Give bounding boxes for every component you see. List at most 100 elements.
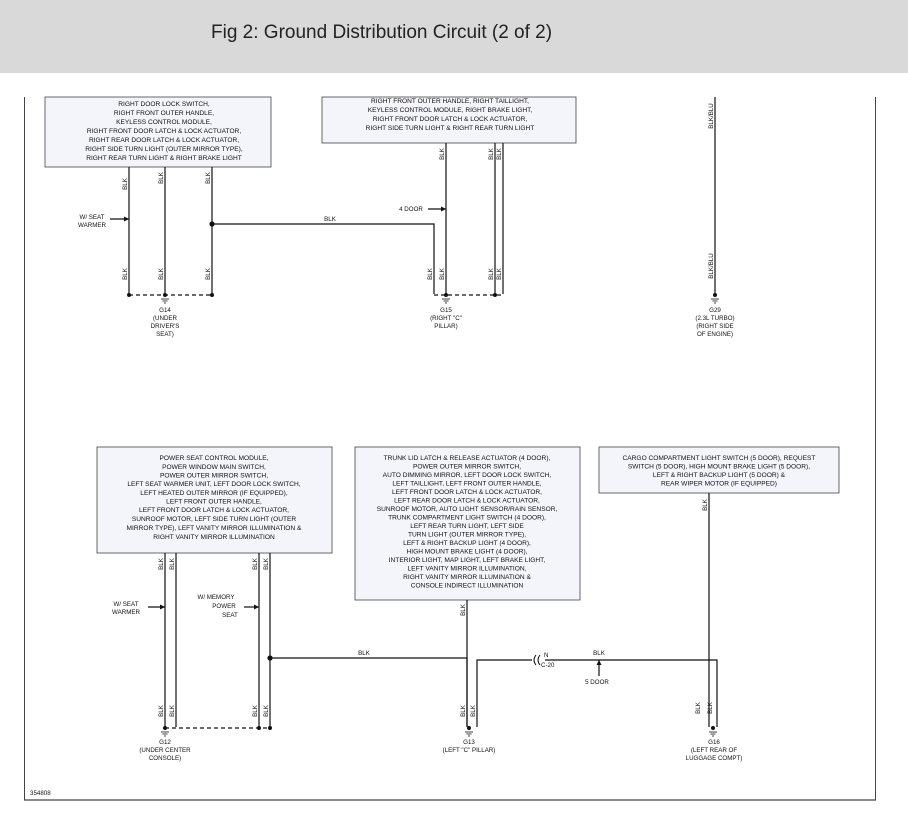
box4-text: TRUNK LID LATCH & RELEASE ACTUATOR (4 DO… bbox=[377, 455, 558, 590]
ground-symbol-g12 bbox=[161, 731, 169, 737]
svg-text:G16: G16 bbox=[708, 739, 720, 746]
figure-title: Fig 2: Ground Distribution Circuit (2 of… bbox=[211, 22, 553, 43]
svg-text:G15: G15 bbox=[440, 307, 452, 314]
svg-text:BLK: BLK bbox=[158, 171, 165, 184]
ground-symbol-g14 bbox=[161, 298, 169, 304]
wire-labels-g13: BLK BLK BLK bbox=[460, 603, 477, 717]
svg-text:BLK: BLK bbox=[707, 701, 714, 714]
wire-label-g29-top: BLK/BLU bbox=[708, 103, 715, 128]
arrow-seat-warmer-bottom bbox=[160, 604, 165, 610]
label-four-door: 4 DOOR bbox=[399, 206, 423, 213]
svg-text:BLK: BLK bbox=[158, 267, 165, 280]
svg-text:RIGHT DOOR LOCK SWITCH,: RIGHT DOOR LOCK SWITCH, bbox=[118, 101, 210, 108]
ground-symbol-g16 bbox=[709, 731, 717, 737]
figure-id: 354808 bbox=[30, 790, 51, 797]
arrow-four-door bbox=[441, 206, 446, 212]
component-box-right-door-modules bbox=[44, 96, 272, 168]
svg-text:BLK: BLK bbox=[158, 704, 165, 717]
svg-text:LEFT HEATED OUTER MIRROR: LEFT HEATED OUTER MIRROR (IF EQUIPPED), bbox=[140, 490, 288, 497]
svg-text:BLK: BLK bbox=[695, 701, 702, 714]
wire-labels-g16: BLK BLK BLK bbox=[695, 498, 714, 714]
arrow-five-door bbox=[596, 660, 602, 665]
ground-symbol-g15 bbox=[442, 298, 450, 304]
svg-text:BLK: BLK bbox=[439, 267, 446, 280]
svg-text:LEFT VANITY MIRROR ILLUMINATIO: LEFT VANITY MIRROR ILLUMINATION, bbox=[408, 566, 527, 573]
ground-point-g14-b bbox=[163, 293, 167, 297]
svg-text:SUNROOF MOTOR, AUTO LIGHT SENS: SUNROOF MOTOR, AUTO LIGHT SENSOR/RAIN SE… bbox=[377, 506, 558, 513]
svg-text:SUNROOF MOTOR, LEFT SIDE TURN: SUNROOF MOTOR, LEFT SIDE TURN LIGHT (OUT… bbox=[132, 516, 297, 523]
svg-text:(RIGHT SIDE: (RIGHT SIDE bbox=[696, 323, 733, 330]
svg-text:G29: G29 bbox=[709, 307, 721, 314]
ground-label-g12: G12 (UNDER CENTER CONSOLE) bbox=[139, 739, 191, 762]
svg-text:BLK: BLK bbox=[169, 704, 176, 717]
wires-g14 bbox=[110, 167, 435, 294]
svg-text:POWER OUTER MIRROR SWITCH,: POWER OUTER MIRROR SWITCH, bbox=[160, 473, 268, 480]
svg-text:LEFT FRONT DOOR LATCH & LOCK A: LEFT FRONT DOOR LATCH & LOCK ACTUATOR, bbox=[139, 507, 289, 514]
splice-node-top bbox=[209, 221, 215, 227]
svg-text:BLK: BLK bbox=[496, 267, 503, 280]
svg-text:G13: G13 bbox=[463, 739, 475, 746]
label-seat-warmer-top-2: WARMER bbox=[78, 222, 106, 229]
component-box-left-rear-modules bbox=[354, 446, 581, 601]
wire-color-label-c20: BLK bbox=[593, 650, 606, 657]
svg-text:LEFT FRONT DOOR LATCH & LOCK A: LEFT FRONT DOOR LATCH & LOCK ACTUATOR, bbox=[392, 489, 542, 496]
svg-text:LEFT SEAT WARMER UNIT, LEFT DO: LEFT SEAT WARMER UNIT, LEFT DOOR LOCK SW… bbox=[127, 481, 300, 488]
wire-labels-top: BLK BLK BLK BLK BLK BLK bbox=[122, 171, 212, 280]
svg-text:CARGO COMPARTMENT LIGHT SWITCH: CARGO COMPARTMENT LIGHT SWITCH (5 DOOR),… bbox=[623, 455, 816, 462]
svg-text:BLK: BLK bbox=[496, 147, 503, 160]
ground-point-g12-a bbox=[163, 726, 167, 730]
svg-text:BLK: BLK bbox=[252, 557, 259, 570]
svg-text:RIGHT SIDE TURN LIGHT (OUTER M: RIGHT SIDE TURN LIGHT (OUTER MIRROR TYPE… bbox=[85, 146, 243, 153]
svg-text:PILLAR): PILLAR) bbox=[434, 323, 457, 330]
svg-text:BLK: BLK bbox=[460, 603, 467, 616]
figure-header-bar: Fig 2: Ground Distribution Circuit (2 of… bbox=[0, 0, 908, 73]
svg-text:AUTO DIMMING MIRROR, LEFT DOOR: AUTO DIMMING MIRROR, LEFT DOOR LOCK SWIT… bbox=[383, 472, 552, 479]
svg-text:RIGHT REAR DOOR LATCH & LOCK A: RIGHT REAR DOOR LATCH & LOCK ACTUATOR, bbox=[89, 137, 239, 144]
svg-text:(UNDER CENTER: (UNDER CENTER bbox=[139, 747, 191, 754]
component-box-cargo-modules bbox=[598, 446, 840, 494]
svg-text:(LEFT "C" PILLAR): (LEFT "C" PILLAR) bbox=[443, 747, 496, 754]
svg-text:BLK: BLK bbox=[205, 267, 212, 280]
svg-text:RIGHT FRONT OUTER HANDLE, RIGH: RIGHT FRONT OUTER HANDLE, RIGHT TAILLIGH… bbox=[371, 98, 529, 105]
ground-label-g29: G29 (2.3L TURBO) (RIGHT SIDE OF ENGINE) bbox=[695, 307, 734, 338]
wire-color-label-bottom: BLK bbox=[358, 650, 371, 657]
svg-text:HIGH MOUNT BRAKE LIGHT (4 DOOR: HIGH MOUNT BRAKE LIGHT (4 DOOR), bbox=[406, 549, 527, 556]
ground-point-g15-b bbox=[493, 293, 497, 297]
svg-text:RIGHT FRONT DOOR LATCH & LOCK: RIGHT FRONT DOOR LATCH & LOCK ACTUATOR, bbox=[373, 116, 528, 123]
connector-name-label: C-20 bbox=[541, 662, 555, 669]
ground-label-g14: G14 (UNDER DRIVER'S SEAT) bbox=[151, 307, 180, 338]
box2-text: RIGHT FRONT OUTER HANDLE, RIGHT TAILLIGH… bbox=[366, 98, 535, 132]
svg-text:KEYLESS CONTROL MODULE, RIGHT: KEYLESS CONTROL MODULE, RIGHT BRAKE LIGH… bbox=[368, 107, 533, 114]
svg-text:LEFT REAR DOOR LATCH & LOCK AC: LEFT REAR DOOR LATCH & LOCK ACTUATOR, bbox=[394, 498, 540, 505]
wire-labels-g15: BLK BLK BLK BLK BLK BLK BLK bbox=[427, 147, 503, 280]
svg-text:BLK: BLK bbox=[702, 498, 709, 511]
svg-text:(UNDER: (UNDER bbox=[153, 315, 178, 322]
ground-point-g15-a bbox=[444, 293, 448, 297]
ground-label-g13: G13 (LEFT "C" PILLAR) bbox=[443, 739, 496, 754]
ground-point-g16 bbox=[711, 726, 715, 730]
svg-text:TRUNK COMPARTMENT LIGHT SWITCH: TRUNK COMPARTMENT LIGHT SWITCH (4 DOOR), bbox=[388, 515, 546, 522]
svg-text:REAR WIPER MOTOR (IF EQUIPPED): REAR WIPER MOTOR (IF EQUIPPED) bbox=[661, 481, 777, 488]
label-seat-warmer-bottom-1: W/ SEAT bbox=[114, 601, 139, 608]
svg-text:(2.3L TURBO): (2.3L TURBO) bbox=[695, 315, 734, 322]
svg-text:MIRROR TYPE), LEFT VANITY MIRR: MIRROR TYPE), LEFT VANITY MIRROR ILLUMIN… bbox=[127, 525, 302, 532]
svg-text:POWER OUTER MIRROR SWITCH,: POWER OUTER MIRROR SWITCH, bbox=[413, 464, 521, 471]
svg-text:BLK: BLK bbox=[205, 171, 212, 184]
svg-text:BLK: BLK bbox=[488, 147, 495, 160]
ground-point-g12-b bbox=[257, 726, 261, 730]
svg-text:TRUNK LID LATCH & RELEASE ACTU: TRUNK LID LATCH & RELEASE ACTUATOR (4 DO… bbox=[384, 455, 551, 462]
svg-text:(LEFT REAR OF: (LEFT REAR OF bbox=[691, 747, 738, 754]
splice-node-bottom bbox=[267, 655, 273, 661]
svg-text:BLK: BLK bbox=[470, 704, 477, 717]
svg-text:BLK: BLK bbox=[263, 704, 270, 717]
svg-text:LEFT FRONT OUTER HANDLE,: LEFT FRONT OUTER HANDLE, bbox=[166, 499, 262, 506]
ground-point-g12-c bbox=[268, 726, 272, 730]
svg-text:LEFT & RIGHT BACKUP LIGHT (5 D: LEFT & RIGHT BACKUP LIGHT (5 DOOR) & bbox=[653, 472, 786, 479]
svg-text:RIGHT REAR TURN LIGHT & RIGHT: RIGHT REAR TURN LIGHT & RIGHT BRAKE LIGH… bbox=[86, 155, 242, 162]
wire-labels-g12: BLK BLK BLK BLK BLK BLK BLK BLK bbox=[158, 557, 270, 717]
label-seat-warmer-top-1: W/ SEAT bbox=[80, 214, 105, 221]
wire-label-g29-bottom: BLK/BLU bbox=[708, 253, 715, 278]
box1-text: RIGHT DOOR LOCK SWITCH, RIGHT FRONT OUTE… bbox=[85, 101, 243, 162]
ground-point-g13 bbox=[467, 726, 471, 730]
svg-text:BLK: BLK bbox=[158, 557, 165, 570]
